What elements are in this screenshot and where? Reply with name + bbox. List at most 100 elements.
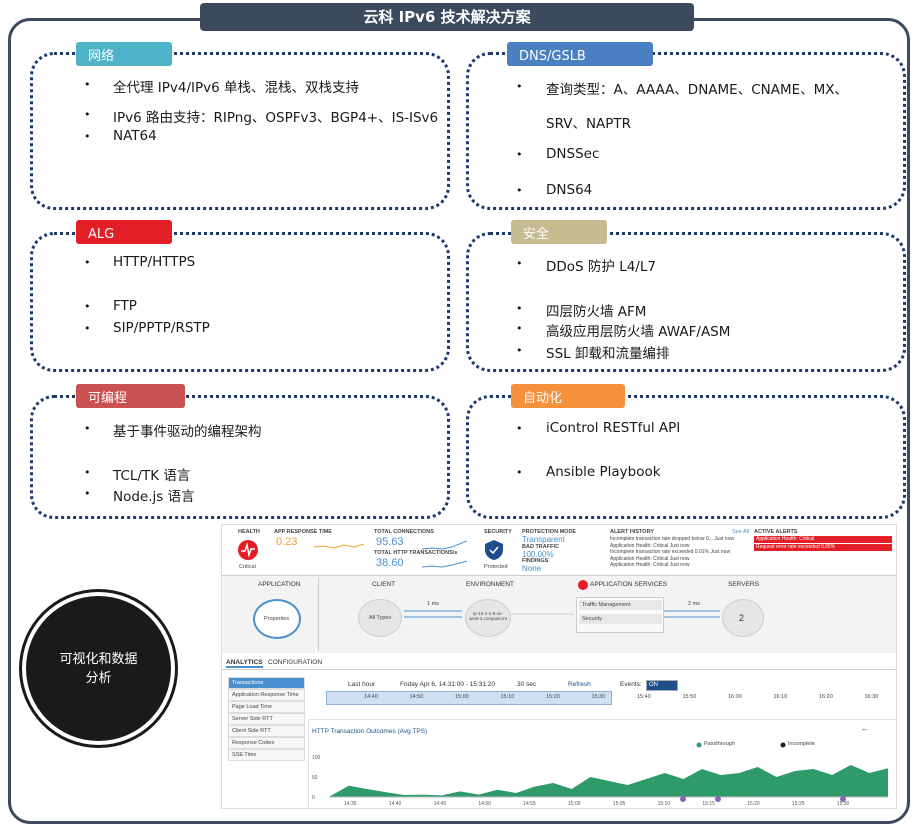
security-label: SECURITY [484, 529, 512, 535]
service-traffic-management[interactable]: Traffic Management [579, 600, 662, 610]
refresh-button[interactable]: Refresh [568, 681, 591, 688]
shield-icon [485, 540, 503, 560]
bullet-icon: • [84, 422, 91, 435]
findings-value: None [522, 564, 542, 573]
event-marker[interactable] [680, 796, 686, 802]
alert-item[interactable]: Application Health: Critical Just now [610, 555, 690, 562]
services-box[interactable]: Traffic Management Security [576, 597, 664, 633]
x-tick-label: 14:40 [389, 801, 402, 807]
total-connections-label: TOTAL CONNECTIONS [374, 529, 434, 535]
panel-item: FTP [113, 298, 137, 314]
panel-item: Ansible Playbook [546, 464, 661, 480]
menu-item[interactable]: SSE Time [228, 749, 305, 761]
bullet-icon: • [516, 344, 523, 357]
menu-item[interactable]: Application Response Time [228, 689, 305, 701]
flow-header-client: CLIENT [372, 581, 396, 588]
bad-traffic-value: 100.00% [522, 550, 554, 559]
environment-node[interactable]: ip-10-1-1-9.us-west-2.compute.int [465, 599, 511, 637]
flow-header-application-services: APPLICATION SERVICES [590, 581, 668, 588]
event-marker[interactable] [840, 796, 846, 802]
timeline-tick: 15:20 [546, 694, 560, 700]
panel-item: HTTP/HTTPS [113, 254, 196, 270]
panel-1 [466, 52, 906, 210]
see-all-link[interactable]: See All [732, 529, 750, 535]
active-alert-item[interactable]: Application Health: Critical [754, 536, 892, 543]
event-marker[interactable] [715, 796, 721, 802]
bullet-icon: • [84, 256, 91, 269]
panel-tag-4: 可编程 [76, 384, 185, 408]
bullet-icon: • [516, 466, 523, 479]
health-label: HEALTH [238, 529, 260, 535]
app-response-label: APP RESPONSE TIME [274, 529, 332, 535]
panel-item: DDoS 防护 L4/L7 [546, 259, 656, 275]
properties-node[interactable]: Properties [253, 599, 301, 639]
interval-select[interactable]: 30 sec [517, 681, 537, 688]
bullet-icon: • [516, 322, 523, 335]
panel-item: 基于事件驱动的编程架构 [113, 424, 262, 440]
panel-item: TCL/TK 语言 [113, 468, 191, 484]
security-status: Protected [484, 564, 508, 570]
protection-mode-value: Transparent [522, 535, 565, 544]
legend-incomplete: Incomplete [788, 741, 815, 747]
bullet-icon: • [84, 108, 91, 121]
servers-node[interactable]: 2 [722, 599, 764, 637]
circle-label-text: 可视化和数据分析 [59, 651, 138, 686]
flow-arrows [404, 610, 720, 618]
x-tick-label: 15:25 [792, 801, 805, 807]
alert-history-label: ALERT HISTORY [610, 529, 655, 535]
menu-item[interactable]: Client Side RTT [228, 725, 305, 737]
x-tick-label: 14:50 [478, 801, 491, 807]
alert-item[interactable]: Incomplete transaction rate dropped belo… [610, 536, 734, 542]
chart-title: HTTP Transaction Outcomes (Avg TPS) [312, 728, 428, 735]
response-sparkline [314, 543, 364, 549]
alert-item[interactable]: Application Health: Critical Just now [610, 562, 690, 568]
panel-item: SRV、NAPTR [546, 116, 632, 132]
latency-left: 1 ms [427, 601, 439, 607]
panel-tag-2: ALG [76, 220, 172, 244]
panel-item: IPv6 路由支持：RIPng、OSPFv3、BGP4+、IS-ISv6 [113, 110, 439, 126]
panel-item: DNSSec [546, 146, 600, 162]
legend-pass-marker [696, 742, 702, 748]
tab-configuration[interactable]: CONFIGURATION [268, 659, 323, 666]
total-connections-value: 95.63 [376, 536, 404, 548]
flow-header-environment: ENVIRONMENT [466, 581, 515, 588]
alert-item[interactable]: Application Health: Critical Just now [610, 542, 690, 549]
tab-divider [222, 669, 896, 670]
timeline-tick: 16:00 [728, 694, 742, 700]
x-tick-label: 15:30 [837, 801, 850, 807]
bullet-icon: • [84, 300, 91, 313]
divider [222, 575, 896, 576]
collapse-icon[interactable]: – [862, 725, 867, 734]
panel-item: 四层防火墙 AFM [546, 304, 647, 320]
menu-item[interactable]: Response Codes [228, 737, 305, 749]
panel-2 [30, 232, 450, 372]
bullet-icon: • [516, 184, 523, 197]
menu-item[interactable]: Server Side RTT [228, 713, 305, 725]
panel-item: 查询类型：A、AAAA、DNAME、CNAME、MX、 [546, 82, 849, 98]
active-alerts-label: ACTIVE ALERTS [754, 529, 798, 535]
events-toggle[interactable]: ON [646, 680, 678, 691]
menu-item[interactable]: Transactions [228, 677, 305, 689]
findings-label: FINDINGS [522, 558, 549, 564]
panel-3 [466, 232, 906, 372]
health-status: Critical [239, 564, 256, 570]
passthrough-area [330, 765, 888, 797]
bullet-icon: • [84, 466, 91, 479]
latency-right: 2 ms [688, 601, 700, 607]
visualization-circle: 可视化和数据分析 [26, 596, 171, 741]
client-node[interactable]: All Types [358, 599, 402, 637]
service-security[interactable]: Security [579, 614, 662, 624]
app-response-value: 0.23 [276, 536, 298, 548]
timeline-tick: 16:30 [864, 694, 879, 700]
events-label: Events: [620, 681, 642, 688]
panel-item: 高级应用层防火墙 AWAF/ASM [546, 324, 731, 340]
alert-item[interactable]: Incomplete transaction rate exceeded 0.0… [610, 549, 731, 555]
menu-item[interactable]: Page Load Time [228, 701, 305, 713]
panel-tag-3: 安全 [511, 220, 607, 244]
timeline-selection[interactable] [326, 691, 612, 705]
active-alert-item[interactable]: Request error rate exceeded 0.05% [754, 544, 892, 551]
tab-analytics[interactable]: ANALYTICS [226, 659, 263, 668]
time-range-select[interactable]: Last hour [348, 681, 376, 688]
client-label: All Types [369, 615, 392, 621]
timeline-tick: 15:50 [682, 694, 697, 700]
